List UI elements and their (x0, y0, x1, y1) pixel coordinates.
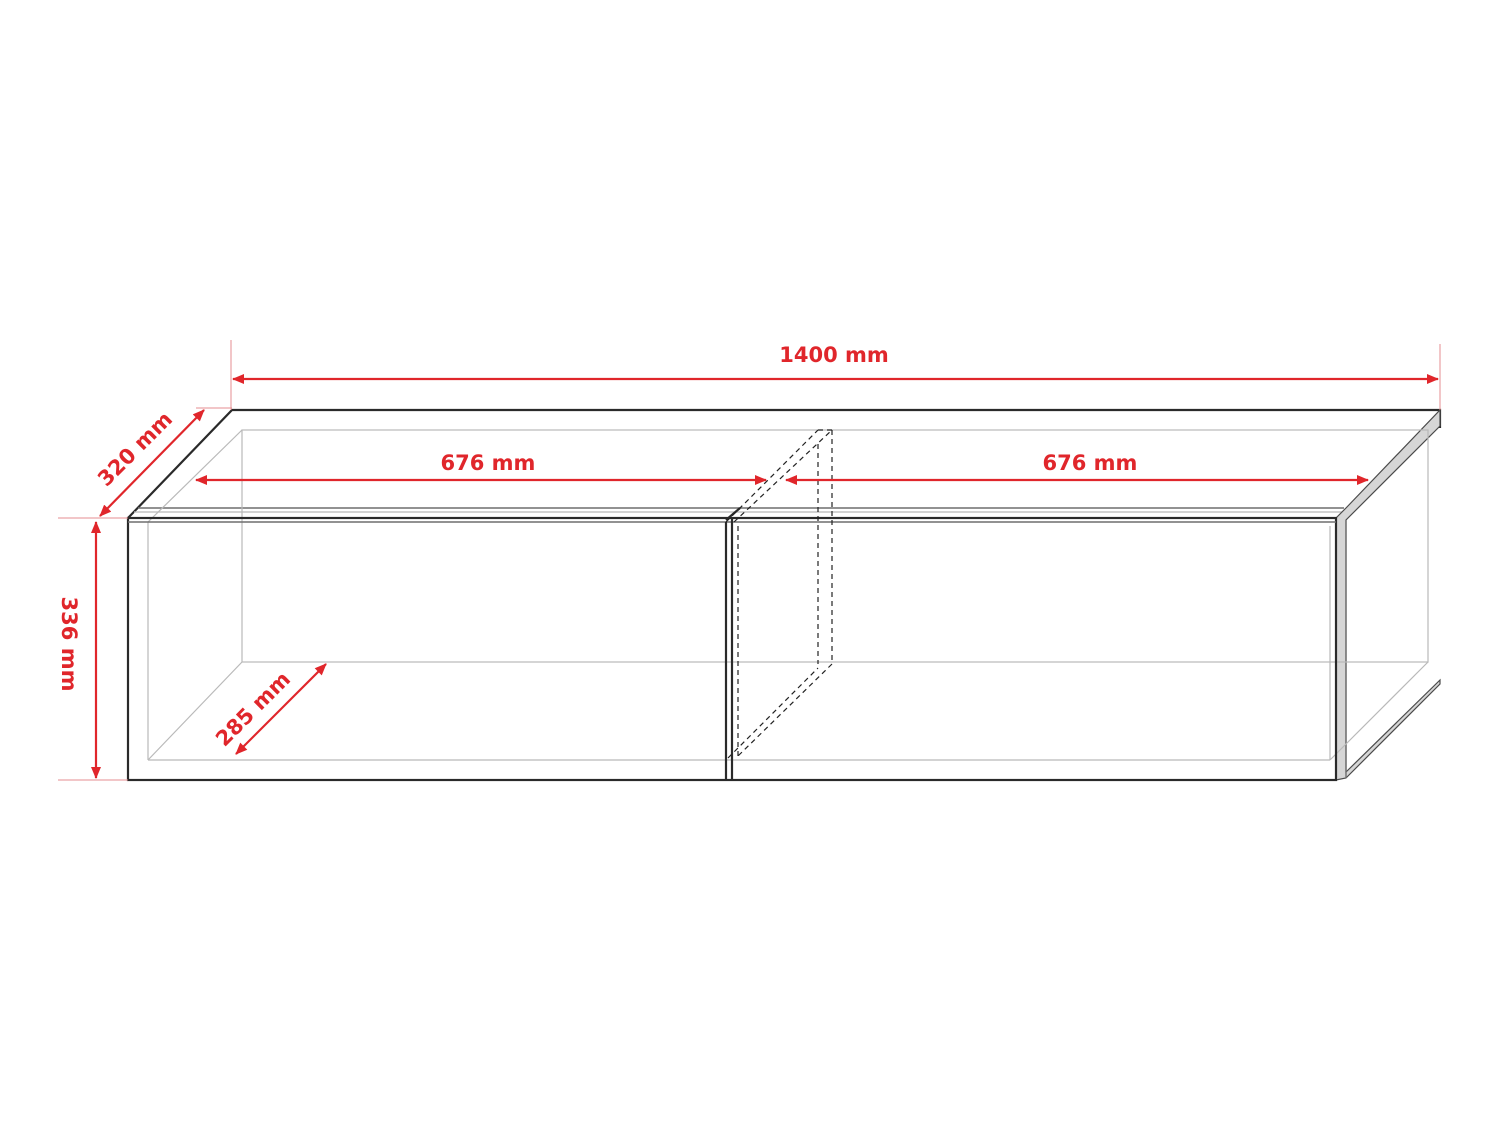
inner-back-wall (241, 429, 1429, 663)
cabinet-body (126, 408, 1442, 782)
inner-floor-right (1329, 661, 1429, 761)
extension-lines (58, 340, 1441, 781)
right-side-panel (1335, 408, 1441, 781)
dimension-inner-depth: 285 mm (211, 663, 327, 755)
inner-floor-left (147, 661, 243, 761)
dimension-total-width: 1400 mm (232, 343, 1439, 384)
dimension-left-compartment: 676 mm (195, 451, 767, 485)
dimension-height: 336 mm (57, 521, 101, 779)
dimension-depth: 320 mm (93, 407, 205, 517)
left-compartment-label: 676 mm (441, 451, 536, 475)
dimension-right-compartment: 676 mm (785, 451, 1369, 485)
hidden-divider-dashed (725, 429, 833, 759)
right-compartment-label: 676 mm (1043, 451, 1138, 475)
total-width-label: 1400 mm (779, 343, 889, 367)
height-label: 336 mm (57, 597, 81, 692)
divider-top-joint (725, 507, 741, 521)
